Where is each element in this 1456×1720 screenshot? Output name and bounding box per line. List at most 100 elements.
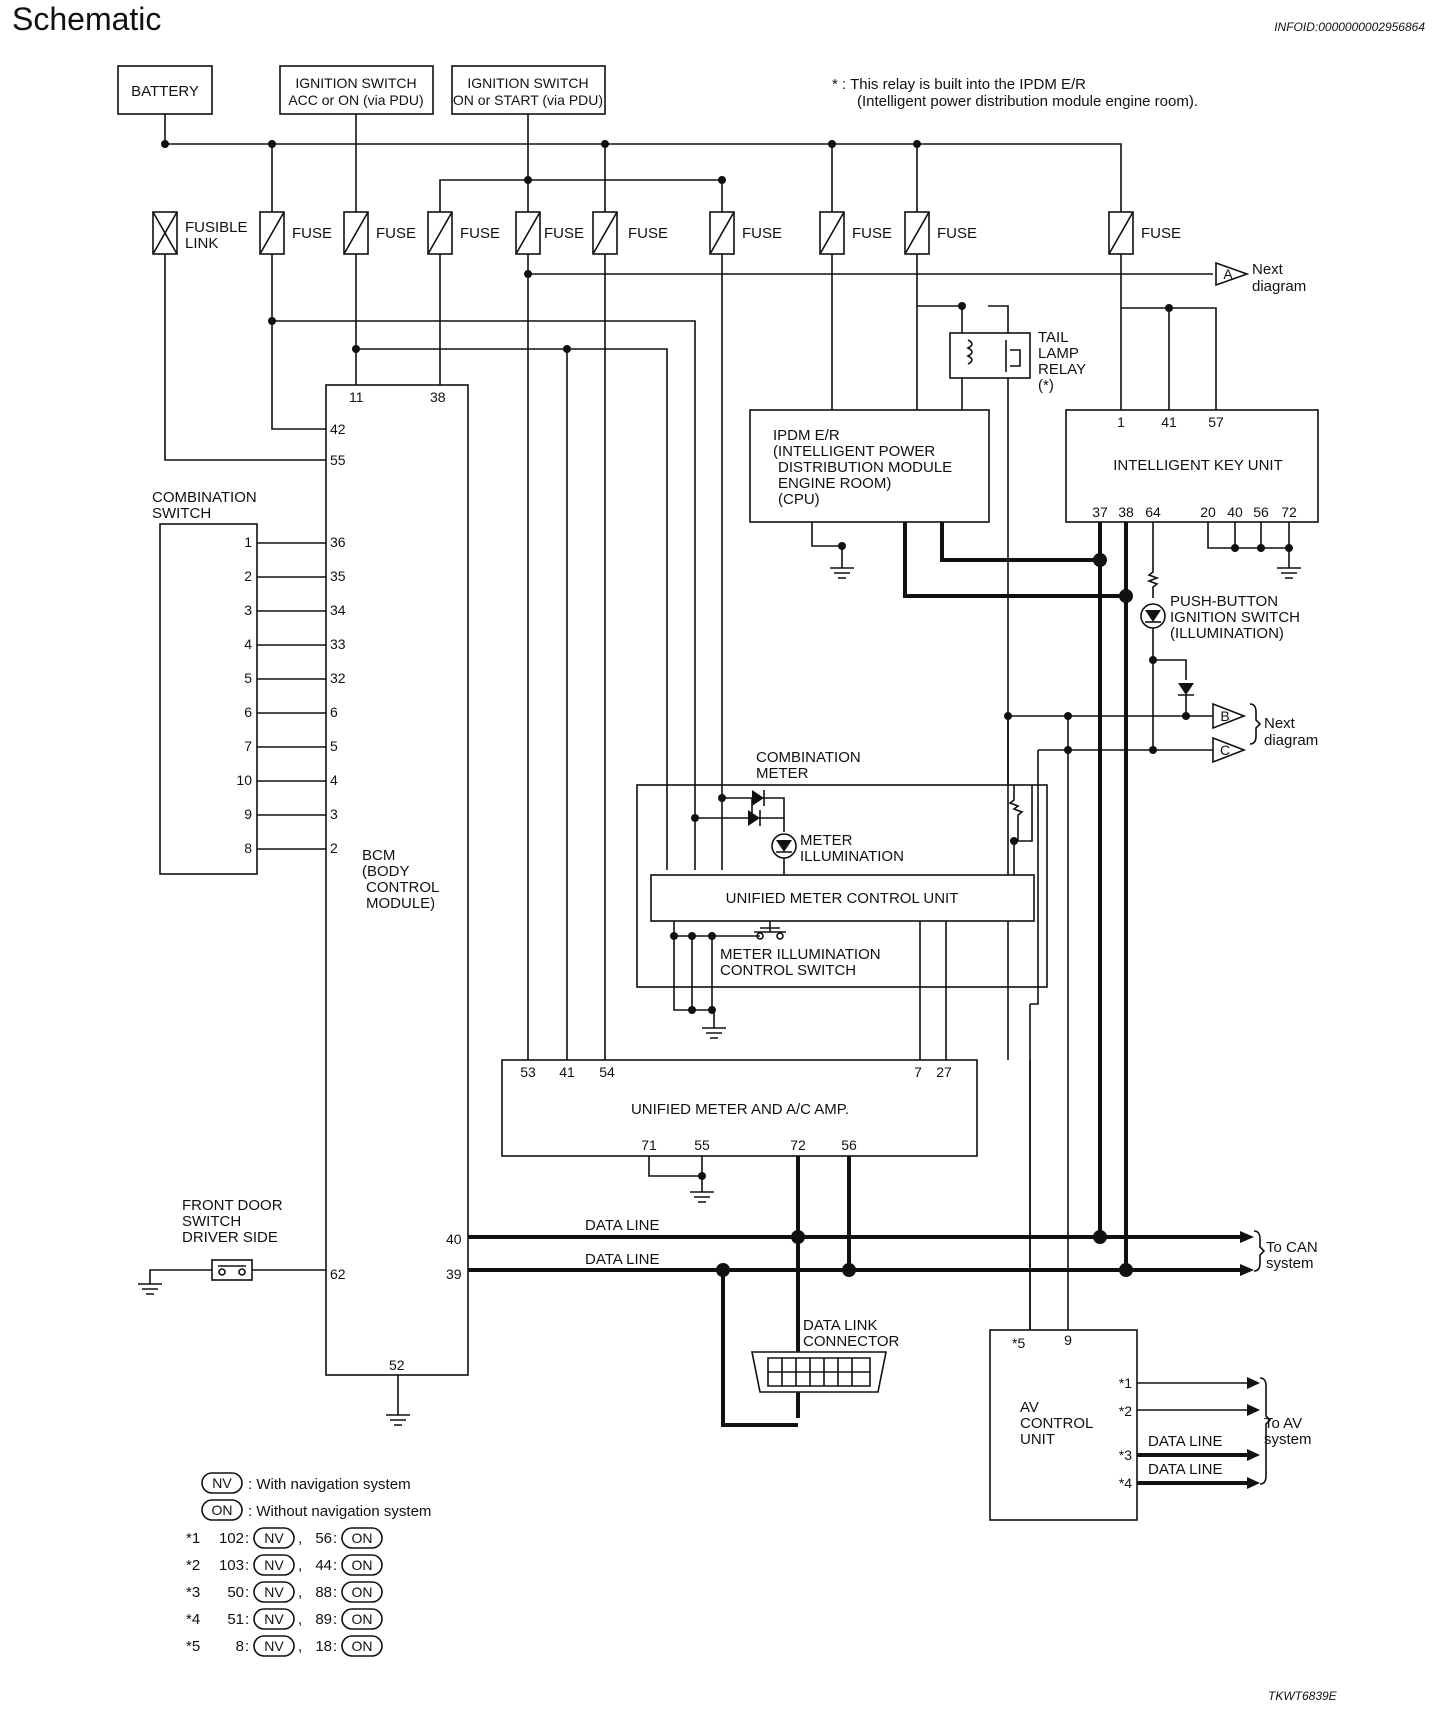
meter-illum-l2: ILLUMINATION (800, 848, 904, 865)
connector-b-letter: B (1220, 708, 1229, 724)
av-pin-1: *1 (1119, 1375, 1132, 1391)
fuse-4-label: FUSE (544, 225, 584, 242)
fuse-9-label: FUSE (1141, 225, 1181, 242)
relay-note-line1: * : This relay is built into the IPDM E/… (832, 76, 1086, 93)
page-title: Schematic (12, 1, 161, 37)
info-id: INFOID:0000000002956864 (1274, 20, 1425, 34)
bcm-pin-62: 62 (330, 1266, 346, 1282)
legend-row-on-pill (341, 1554, 383, 1576)
fuse-9: FUSE (1108, 211, 1181, 255)
amp-pin-7: 7 (914, 1064, 922, 1080)
ipdm-l1: IPDM E/R (773, 427, 840, 444)
bcm-pin-6: 6 (330, 704, 338, 720)
comb-pin-8: 8 (244, 840, 252, 856)
legend-row-on-text: ON (352, 1638, 373, 1654)
comb-switch-label-2: SWITCH (152, 505, 211, 522)
bcm-pin-39: 39 (446, 1266, 462, 1282)
ign-start-line2: ON or START (via PDU) (453, 92, 603, 108)
legend-row-colon-2: : (333, 1584, 337, 1601)
legend-row-on-text: ON (352, 1611, 373, 1627)
connector-bc-diagram: diagram (1264, 732, 1318, 749)
dlc-l2: CONNECTOR (803, 1333, 900, 1350)
meter-ground (673, 921, 760, 1039)
legend-row-nv-pin: 8 (236, 1638, 244, 1655)
ikey-label: INTELLIGENT KEY UNIT (1113, 457, 1283, 474)
fuse-row: FUSE FUSE FUSE FUSE FUSE FUSE FUSE FUSE … (259, 211, 1181, 255)
legend-row-mark: *5 (186, 1638, 200, 1655)
legend-row-colon-1: : (245, 1530, 249, 1547)
connector-b: B (1212, 702, 1247, 730)
connector-a: A Next diagram (1215, 261, 1306, 295)
legend-row-colon-1: : (245, 1584, 249, 1601)
ikey-pin-64: 64 (1145, 504, 1161, 520)
legend-row-on-text: ON (352, 1557, 373, 1573)
ign-acc-line1: IGNITION SWITCH (295, 75, 416, 91)
tail-lamp-relay: TAIL LAMP RELAY (*) (949, 329, 1086, 394)
connector-a-letter: A (1223, 266, 1233, 282)
legend-nv-pill: NV (212, 1475, 232, 1491)
fuse-1-label: FUSE (292, 225, 332, 242)
relay-note-line2: (Intelligent power distribution module e… (857, 93, 1198, 110)
connector-c: C (1212, 736, 1247, 764)
legend-row-on-pin: 88 (315, 1584, 332, 1601)
comb-switch-label-1: COMBINATION (152, 489, 257, 506)
front-door-l2: SWITCH (182, 1213, 241, 1230)
meter-control-unit-label: UNIFIED METER CONTROL UNIT (726, 890, 959, 907)
legend-on-pill: ON (212, 1502, 233, 1518)
ikey-pin-72: 72 (1281, 504, 1297, 520)
legend-row-nv-pin: 50 (227, 1584, 244, 1601)
comb-meter-l1: COMBINATION (756, 749, 861, 766)
legend-row-nv-text: NV (264, 1530, 284, 1546)
fuse-8: FUSE (904, 211, 977, 255)
tail-lamp-l1: TAIL (1038, 329, 1069, 346)
bcm-pin-42: 42 (330, 421, 346, 437)
fuse-8-label: FUSE (937, 225, 977, 242)
ignition-switch-acc-box: IGNITION SWITCH ACC or ON (via PDU) (279, 65, 434, 115)
av-pin-5: *5 (1012, 1335, 1025, 1351)
fuse-7-label: FUSE (852, 225, 892, 242)
can-dots (716, 553, 1133, 1277)
bcm-label-4: MODULE) (366, 895, 435, 912)
legend-row-mark: *3 (186, 1584, 200, 1601)
fuse-5-label: FUSE (628, 225, 668, 242)
legend-row-mark: *2 (186, 1557, 200, 1574)
can-brace (1253, 1230, 1266, 1272)
legend-row-nv-pill (253, 1554, 295, 1576)
ipdm-l4: ENGINE ROOM) (778, 475, 891, 492)
can-arrows (1240, 1231, 1254, 1276)
legend-row-on-pill (341, 1527, 383, 1549)
ikey-pin-40: 40 (1227, 504, 1243, 520)
battery-box: BATTERY (117, 65, 213, 115)
legend-nv-text: : With navigation system (248, 1476, 411, 1493)
ikey-pin-41: 41 (1161, 414, 1177, 430)
connector-a-next: Next (1252, 261, 1284, 278)
legend-row-comma: , (298, 1557, 302, 1574)
legend-row-comma: , (298, 1611, 302, 1628)
legend-row-nv-text: NV (264, 1638, 284, 1654)
amp-pin-54: 54 (599, 1064, 615, 1080)
ikey-pin-1: 1 (1117, 414, 1125, 430)
legend-row-on-pill (341, 1581, 383, 1603)
fuse-5: FUSE (592, 211, 668, 255)
comb-pin-6: 6 (244, 704, 252, 720)
legend-row-on-text: ON (352, 1584, 373, 1600)
tail-lamp-l4: (*) (1038, 377, 1054, 394)
bcm-label-3: CONTROL (366, 879, 439, 896)
legend-row-comma: , (298, 1638, 302, 1655)
amp-ground (648, 1156, 714, 1203)
ign-start-line1: IGNITION SWITCH (467, 75, 588, 91)
data-line-label-2: DATA LINE (585, 1251, 659, 1268)
bcm-pin-4: 4 (330, 772, 338, 788)
ikey-pin-38: 38 (1118, 504, 1134, 520)
bcm-module: 11 38 42 55 36 35 34 33 32 6 5 4 3 2 62 … (325, 384, 469, 1376)
legend-row-mark: *4 (186, 1611, 200, 1628)
fuse-6-label: FUSE (742, 225, 782, 242)
fuse-3: FUSE (427, 211, 500, 255)
comb-pin-9: 9 (244, 806, 252, 822)
legend-row-colon-2: : (333, 1557, 337, 1574)
ipdm-l3: DISTRIBUTION MODULE (778, 459, 952, 476)
